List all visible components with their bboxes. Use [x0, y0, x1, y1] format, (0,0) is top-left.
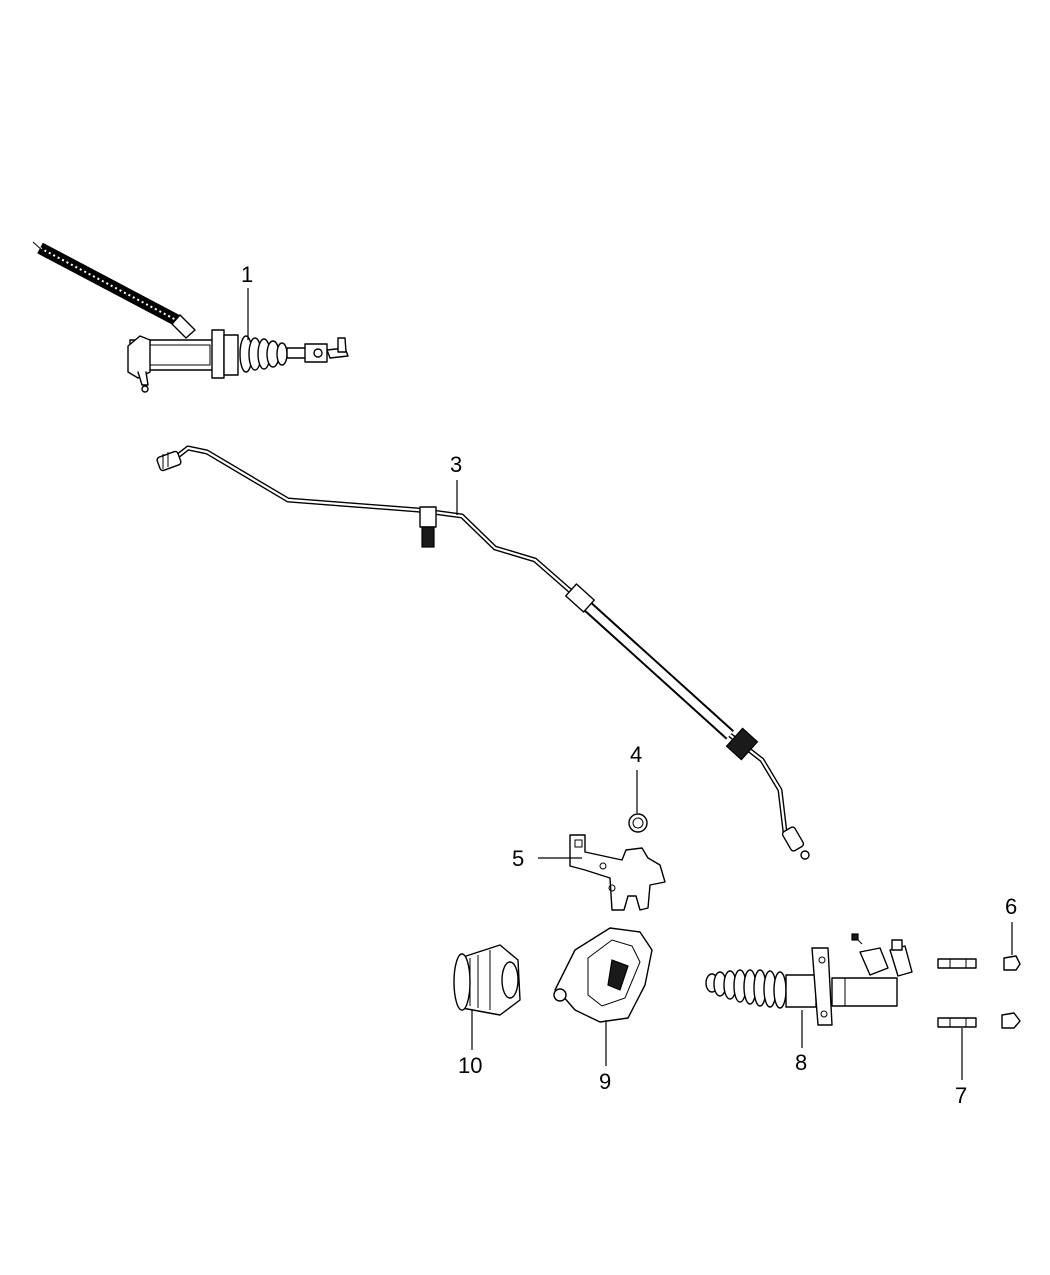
part-3-hydraulic-line[interactable] [156, 445, 810, 860]
part-9-release-fork[interactable] [553, 927, 653, 1023]
part-6-nut-lower[interactable] [1001, 1012, 1021, 1029]
part-7-stud-lower[interactable] [937, 1017, 977, 1028]
part-6-nut-upper[interactable] [1003, 955, 1021, 971]
callout-4: 4 [630, 742, 642, 767]
callout-1: 1 [241, 262, 253, 287]
part-4-grommet[interactable] [628, 813, 648, 833]
callout-6: 6 [1005, 894, 1017, 919]
part-3-hose-collar-lower [725, 727, 759, 761]
part-3-left-fitting [156, 450, 182, 472]
part-7-stud-upper[interactable] [937, 958, 977, 969]
part-3-mid-clip [419, 506, 437, 548]
part-8-slave-cylinder[interactable] [705, 933, 913, 1026]
callout-3: 3 [450, 452, 462, 477]
part-10-release-bearing[interactable] [453, 944, 521, 1016]
part-1-boot [239, 335, 288, 373]
part-5-bracket[interactable] [569, 834, 666, 911]
part-3-hose-collar-upper [565, 583, 595, 613]
callout-9: 9 [599, 1069, 611, 1094]
part-3-right-fitting [781, 826, 810, 860]
part-8-boot [705, 969, 787, 1009]
callout-5: 5 [512, 846, 524, 871]
callout-8: 8 [795, 1050, 807, 1075]
part-1-master-cylinder[interactable] [32, 241, 349, 393]
callout-10: 10 [458, 1053, 482, 1078]
callout-7: 7 [955, 1083, 967, 1108]
